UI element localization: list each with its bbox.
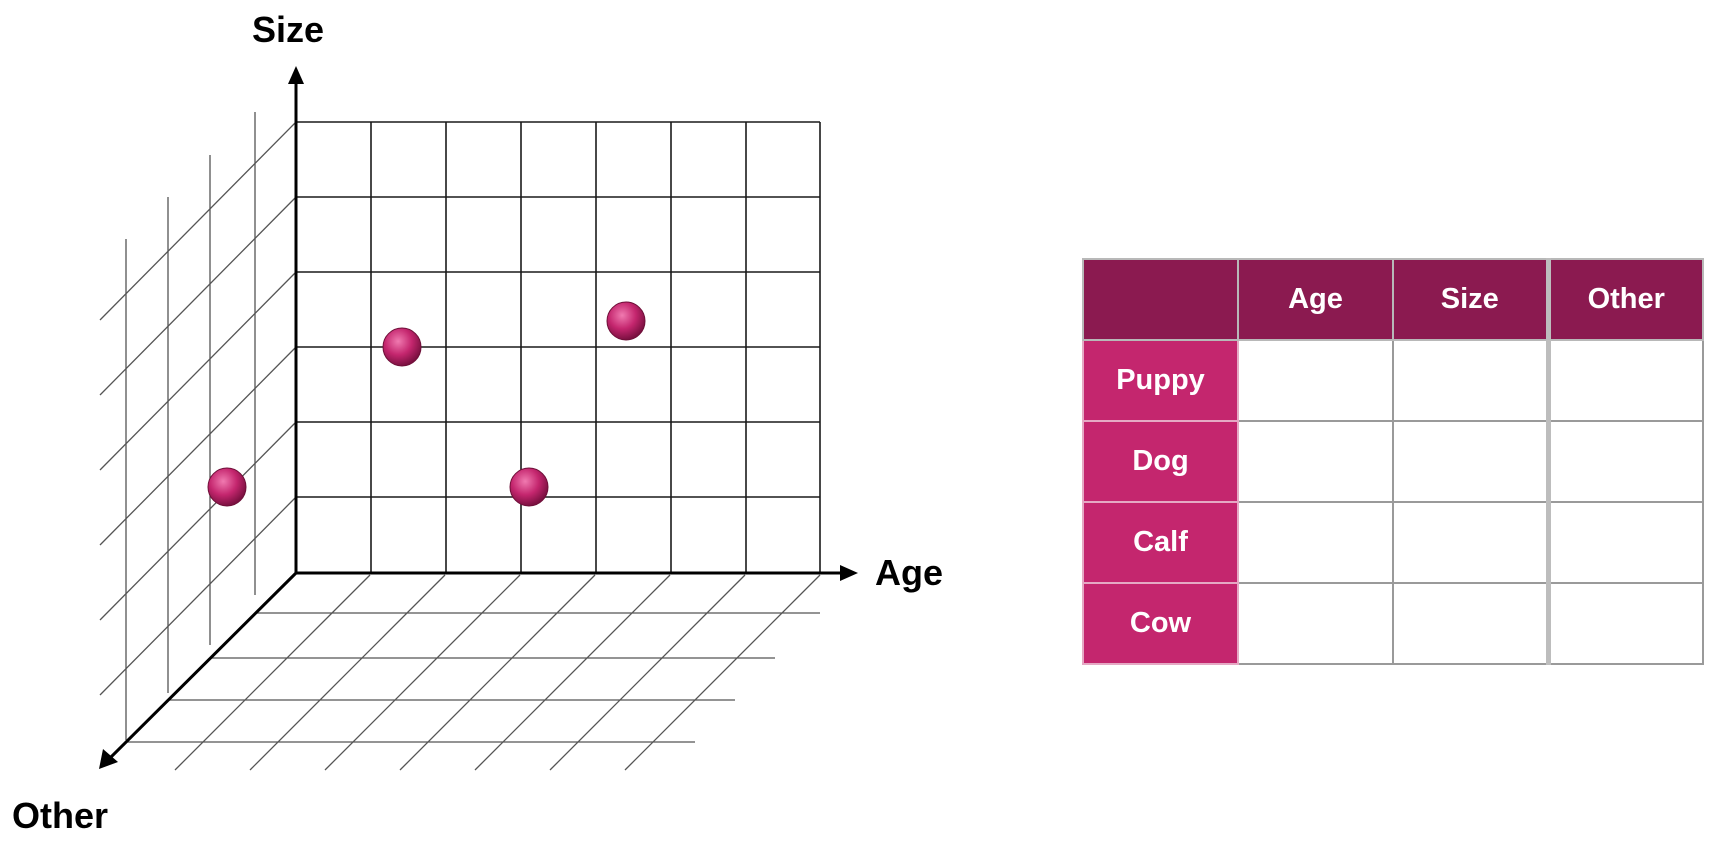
size-axis-arrowhead <box>288 66 304 84</box>
table-cell <box>1237 339 1394 422</box>
table-cell <box>1237 501 1394 584</box>
data-point <box>509 467 549 507</box>
age-axis-label: Age <box>875 552 943 593</box>
size-axis-label: Size <box>252 9 324 50</box>
left-wall-grid <box>99 112 297 740</box>
table-cell <box>1392 501 1549 584</box>
data-point <box>606 301 646 341</box>
table-cell <box>1545 339 1704 422</box>
column-header-age: Age <box>1237 258 1394 341</box>
age-axis-arrowhead <box>840 565 858 581</box>
table-row: Cow <box>1082 582 1704 665</box>
table-cell <box>1237 420 1394 503</box>
table-cell <box>1237 582 1394 665</box>
floor-grid <box>126 574 821 771</box>
row-header-calf: Calf <box>1082 501 1239 584</box>
other-axis-arrowhead <box>99 749 118 769</box>
table-cell <box>1392 582 1549 665</box>
back-wall-grid <box>296 121 821 573</box>
table-cell <box>1545 420 1704 503</box>
data-points <box>207 301 646 507</box>
table-row: Dog <box>1082 420 1704 503</box>
table-cell <box>1545 501 1704 584</box>
feature-table: Age Size Other Puppy Dog Calf Cow <box>1082 258 1704 665</box>
row-header-dog: Dog <box>1082 420 1239 503</box>
row-header-cow: Cow <box>1082 582 1239 665</box>
column-header-other: Other <box>1545 258 1704 341</box>
table-header-row: Age Size Other <box>1082 258 1704 341</box>
data-point <box>207 467 247 507</box>
table-row: Puppy <box>1082 339 1704 422</box>
other-axis-label: Other <box>12 795 108 836</box>
table-cell <box>1392 420 1549 503</box>
data-point <box>382 327 422 367</box>
column-header-size: Size <box>1392 258 1549 341</box>
table-corner-cell <box>1082 258 1239 341</box>
row-header-puppy: Puppy <box>1082 339 1239 422</box>
other-axis <box>106 571 298 762</box>
feature-space-diagram: Size Age Other <box>12 9 943 836</box>
table-row: Calf <box>1082 501 1704 584</box>
table-cell <box>1392 339 1549 422</box>
table-cell <box>1545 582 1704 665</box>
axes <box>99 66 858 769</box>
